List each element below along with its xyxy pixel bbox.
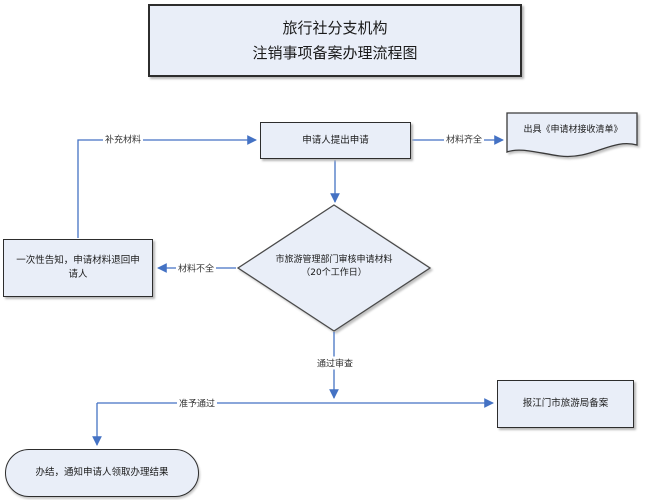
node-complete-terminator: 办结，通知申请人领取办理结果 <box>5 449 199 497</box>
edge-label-supplement: 补充材料 <box>102 132 144 146</box>
document-shape <box>506 112 638 158</box>
edge-label-materials-incomplete: 材料不全 <box>175 261 217 275</box>
arrow-supplement-materials <box>77 135 257 238</box>
title-line-1: 旅行社分支机构 <box>282 18 388 37</box>
decision-diamond-shape <box>236 204 432 332</box>
edge-label-approved: 准予通过 <box>176 396 218 410</box>
title-box: 旅行社分支机构 注销事项备案办理流程图 <box>148 4 522 77</box>
title-line-2: 注销事项备案办理流程图 <box>252 43 418 62</box>
node-filing: 报江门市旅游局备案 <box>497 380 634 428</box>
edge-label-materials-complete: 材料齐全 <box>443 132 485 146</box>
edge-label-pass-review: 通过审查 <box>314 356 356 370</box>
node-return-materials: 一次性告知，申请材料退回申请人 <box>3 239 153 297</box>
node-apply: 申请人提出申请 <box>260 122 411 159</box>
